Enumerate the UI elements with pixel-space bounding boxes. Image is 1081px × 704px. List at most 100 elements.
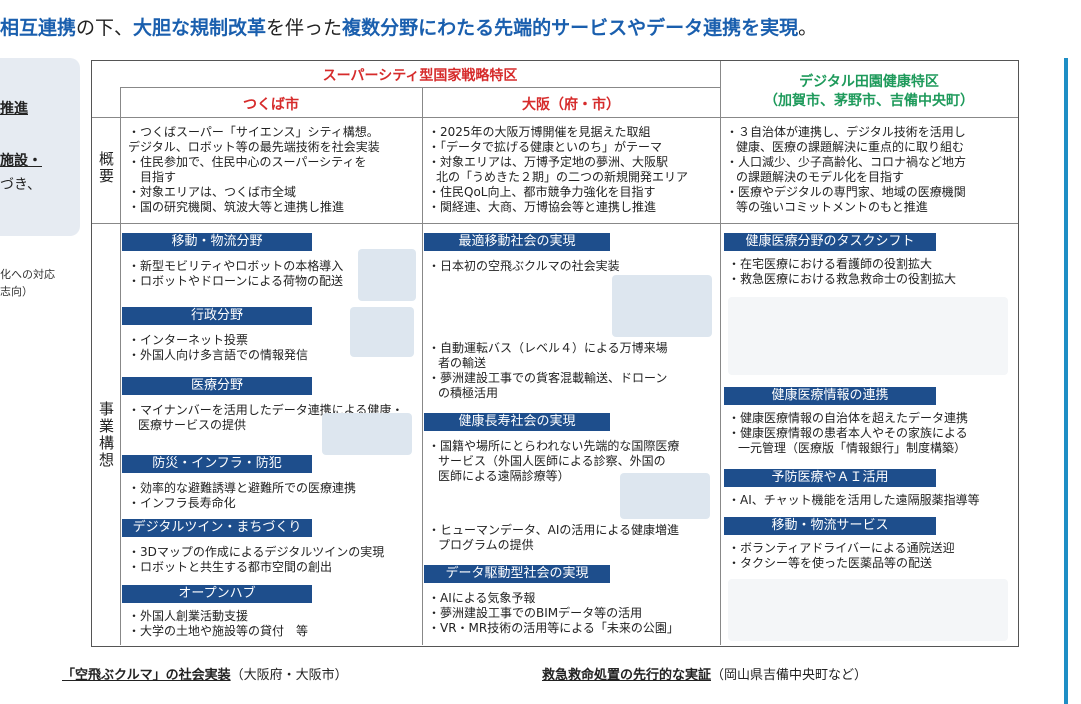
digital-section-title: 予防医療やＡＩ活用 — [724, 469, 936, 487]
overview-line: ・対象エリアは、つくば市全域 — [128, 185, 297, 199]
left-note-1: 化への対応 — [0, 268, 55, 281]
grid-line — [720, 61, 721, 645]
section-item: ・自動運転バス（レベル４）による万博来場 — [428, 341, 668, 355]
overview-line: 健康、医療の課題解決に重点的に取り組む — [736, 140, 965, 154]
overview-line: ・人口減少、少子高齢化、コロナ禍など地方 — [726, 155, 967, 169]
osaka-section-title: データ駆動型社会の実現 — [424, 565, 610, 583]
digital-section-title: 移動・物流サービス — [724, 517, 936, 535]
overview-line: ・住民QoL向上、都市競争力強化を目指す — [428, 185, 656, 199]
overview-line: の課題解決のモデル化を目指す — [736, 170, 905, 184]
left-line-3: づき、 — [0, 177, 42, 193]
osaka-section-items: ・日本初の空飛ぶクルマの社会実装 — [428, 259, 620, 274]
grid-line — [92, 223, 1018, 224]
overview-line: 目指す — [140, 170, 177, 184]
left-line-1: 推進 — [0, 101, 28, 117]
overview-line: ・つくばスーパー「サイエンス」シティ構想。 — [128, 125, 379, 139]
section-item: ・インターネット投票 — [128, 333, 249, 347]
voting-illustration — [350, 307, 414, 357]
grid-line — [92, 117, 1018, 118]
digital-header-line1: デジタル田園健康特区 — [799, 74, 939, 90]
heading-part-1: 相互連携 — [0, 17, 77, 39]
super-city-header: スーパーシティ型国家戦略特区 — [322, 68, 518, 84]
healthcare-photo — [620, 473, 710, 519]
grid-line — [422, 87, 423, 645]
section-item: ・外国人向け多言語での情報発信 — [128, 348, 309, 362]
caption-rest: （岡山県吉備中央町など） — [711, 668, 868, 683]
overview-line: 等の強いコミットメントのもと推進 — [736, 200, 928, 214]
mobility-illustration — [358, 249, 416, 301]
tsukuba-overview: ・つくばスーパー「サイエンス」シティ構想。 デジタル、ロボット等の最先端技術を社… — [128, 125, 380, 215]
heading-part-6: 。 — [798, 17, 818, 39]
section-item: ・健康医療情報の自治体を超えたデータ連携 — [728, 411, 969, 425]
tsukuba-header: つくば市 — [243, 97, 299, 113]
overview-line: ・国の研究機関、筑波大等と連携し推進 — [128, 200, 345, 214]
tsukuba-section-title: 行政分野 — [122, 307, 312, 325]
section-item: 者の輸送 — [438, 356, 487, 370]
section-item: ・新型モビリティやロボットの本格導入 — [128, 259, 344, 273]
section-item: 医療サービスの提供 — [138, 418, 247, 432]
heading-part-3: 大胆な規制改革 — [133, 17, 267, 39]
section-item: ・健康医療情報の患者本人やその家族による — [728, 426, 968, 440]
digital-overview: ・３自治体が連携し、デジタル技術を活用し 健康、医療の課題解決に重点的に取り組む… — [726, 125, 966, 215]
digital-section-items: ・ボランティアドライバーによる通院送迎 ・タクシー等を使った医薬品等の配送 — [728, 541, 955, 571]
digital-section-title: 健康医療情報の連携 — [724, 387, 936, 405]
overview-line: デジタル、ロボット等の最先端技術を社会実装 — [128, 140, 380, 154]
section-item: ・3Dマップの作成によるデジタルツインの実現 — [128, 545, 385, 559]
digital-section-items: ・在宅医療における看護師の役割拡大 ・救急医療における救急救命士の役割拡大 — [728, 257, 956, 287]
digital-section-items: ・健康医療情報の自治体を超えたデータ連携 ・健康医療情報の患者本人やその家族によ… — [728, 411, 968, 456]
left-note-2: 志向） — [0, 285, 33, 298]
section-item: ・救急医療における救急救命士の役割拡大 — [728, 272, 957, 286]
section-item: ・ヒューマンデータ、AIの活用による健康増進 — [428, 523, 680, 537]
tsukuba-section-items: ・インターネット投票 ・外国人向け多言語での情報発信 — [128, 333, 308, 363]
overview-line: ・住民参加で、住民中心のスーパーシティを — [128, 155, 367, 169]
osaka-overview: ・2025年の大阪万博開催を見据えた取組 ・「データで拡げる健康といのち」がテー… — [428, 125, 688, 215]
section-item: ・ボランティアドライバーによる通院送迎 — [728, 541, 955, 555]
digital-header-line2: （加賀市、茅野市、吉備中央町） — [764, 93, 974, 109]
heading-part-5: 複数分野にわたる先端的サービスやデータ連携を実現 — [342, 17, 799, 39]
section-item: ・夢洲建設工事でのBIMデータ等の活用 — [428, 606, 643, 620]
left-line-2: 施設・ — [0, 153, 42, 169]
section-item: ・夢洲建設工事での貨客混載輸送、ドローン — [428, 371, 668, 385]
overview-line: ・2025年の大阪万博開催を見据えた取組 — [428, 125, 651, 139]
section-item: ・外国人創業活動支援 — [128, 609, 249, 623]
overview-line: ・「データで拡げる健康といのち」がテーマ — [428, 140, 663, 154]
medical-illustration — [322, 413, 412, 455]
section-item: ・インフラ長寿命化 — [128, 496, 236, 510]
flying-car-caption: 「空飛ぶクルマ」の社会実装（大阪府・大阪市） — [62, 664, 348, 683]
caption-bold: 「空飛ぶクルマ」の社会実装 — [62, 668, 231, 683]
page-heading: 相互連携の下、大胆な規制改革を伴った複数分野にわたる先端的サービスやデータ連携を… — [0, 6, 1081, 50]
section-item: ・日本初の空飛ぶクルマの社会実装 — [428, 259, 620, 273]
heading-part-2: の下、 — [76, 17, 134, 39]
section-item: の積極活用 — [438, 386, 499, 400]
overview-line: ・医療やデジタルの専門家、地域の医療機関 — [726, 185, 966, 199]
osaka-header: 大阪（府・市） — [522, 97, 620, 113]
left-cropped-panel: 推進 施設・ づき、 — [0, 58, 80, 236]
section-item: サービス（外国人医師による診察、外国の — [438, 454, 666, 468]
tsukuba-section-items: ・新型モビリティやロボットの本格導入 ・ロボットやドローンによる荷物の配送 — [128, 259, 343, 289]
digital-section-items: ・AI、チャット機能を活用した遠隔服薬指導等 — [728, 493, 980, 508]
section-item: ・大学の土地や施設等の貸付 等 — [128, 624, 309, 638]
section-item: ・AIによる気象予報 — [428, 591, 536, 605]
osaka-section-title: 健康長寿社会の実現 — [424, 413, 610, 431]
overview-row-label: 概要 — [97, 151, 115, 185]
osaka-section-items: ・AIによる気象予報 ・夢洲建設工事でのBIMデータ等の活用 ・VR・MR技術の… — [428, 591, 679, 636]
caption-bold: 救急救命処置の先行的な実証 — [542, 668, 712, 683]
task-shift-illustration — [728, 297, 1008, 375]
tsukuba-section-title: 防災・インフラ・防犯 — [122, 455, 312, 473]
section-item: ・VR・MR技術の活用等による「未来の公園」 — [428, 621, 679, 635]
section-item: 一元管理（医療版「情報銀行」制度構築） — [738, 441, 967, 455]
section-item: ・効率的な避難誘導と避難所での医療連携 — [128, 481, 357, 495]
section-item: ・AI、チャット機能を活用した遠隔服薬指導等 — [728, 493, 980, 507]
flying-car-photo — [612, 275, 712, 337]
section-item: ・タクシー等を使った医薬品等の配送 — [728, 556, 933, 570]
section-item: ・ロボットと共生する都市空間の創出 — [128, 560, 333, 574]
section-item: ・ロボットやドローンによる荷物の配送 — [128, 274, 344, 288]
tsukuba-section-items: ・効率的な避難誘導と避難所での医療連携 ・インフラ長寿命化 — [128, 481, 356, 511]
osaka-section-items: ・国籍や場所にとらわれない先端的な国際医療 サービス（外国人医師による診察、外国… — [428, 439, 679, 484]
right-frame-border — [1064, 58, 1068, 704]
section-item: ・国籍や場所にとらわれない先端的な国際医療 — [428, 439, 680, 453]
tsukuba-section-title: オープンハブ — [122, 585, 312, 603]
tsukuba-section-title: 移動・物流分野 — [122, 233, 312, 251]
grid-line — [120, 87, 720, 88]
overview-line: ・対象エリアは、万博予定地の夢洲、大阪駅 — [428, 155, 669, 169]
